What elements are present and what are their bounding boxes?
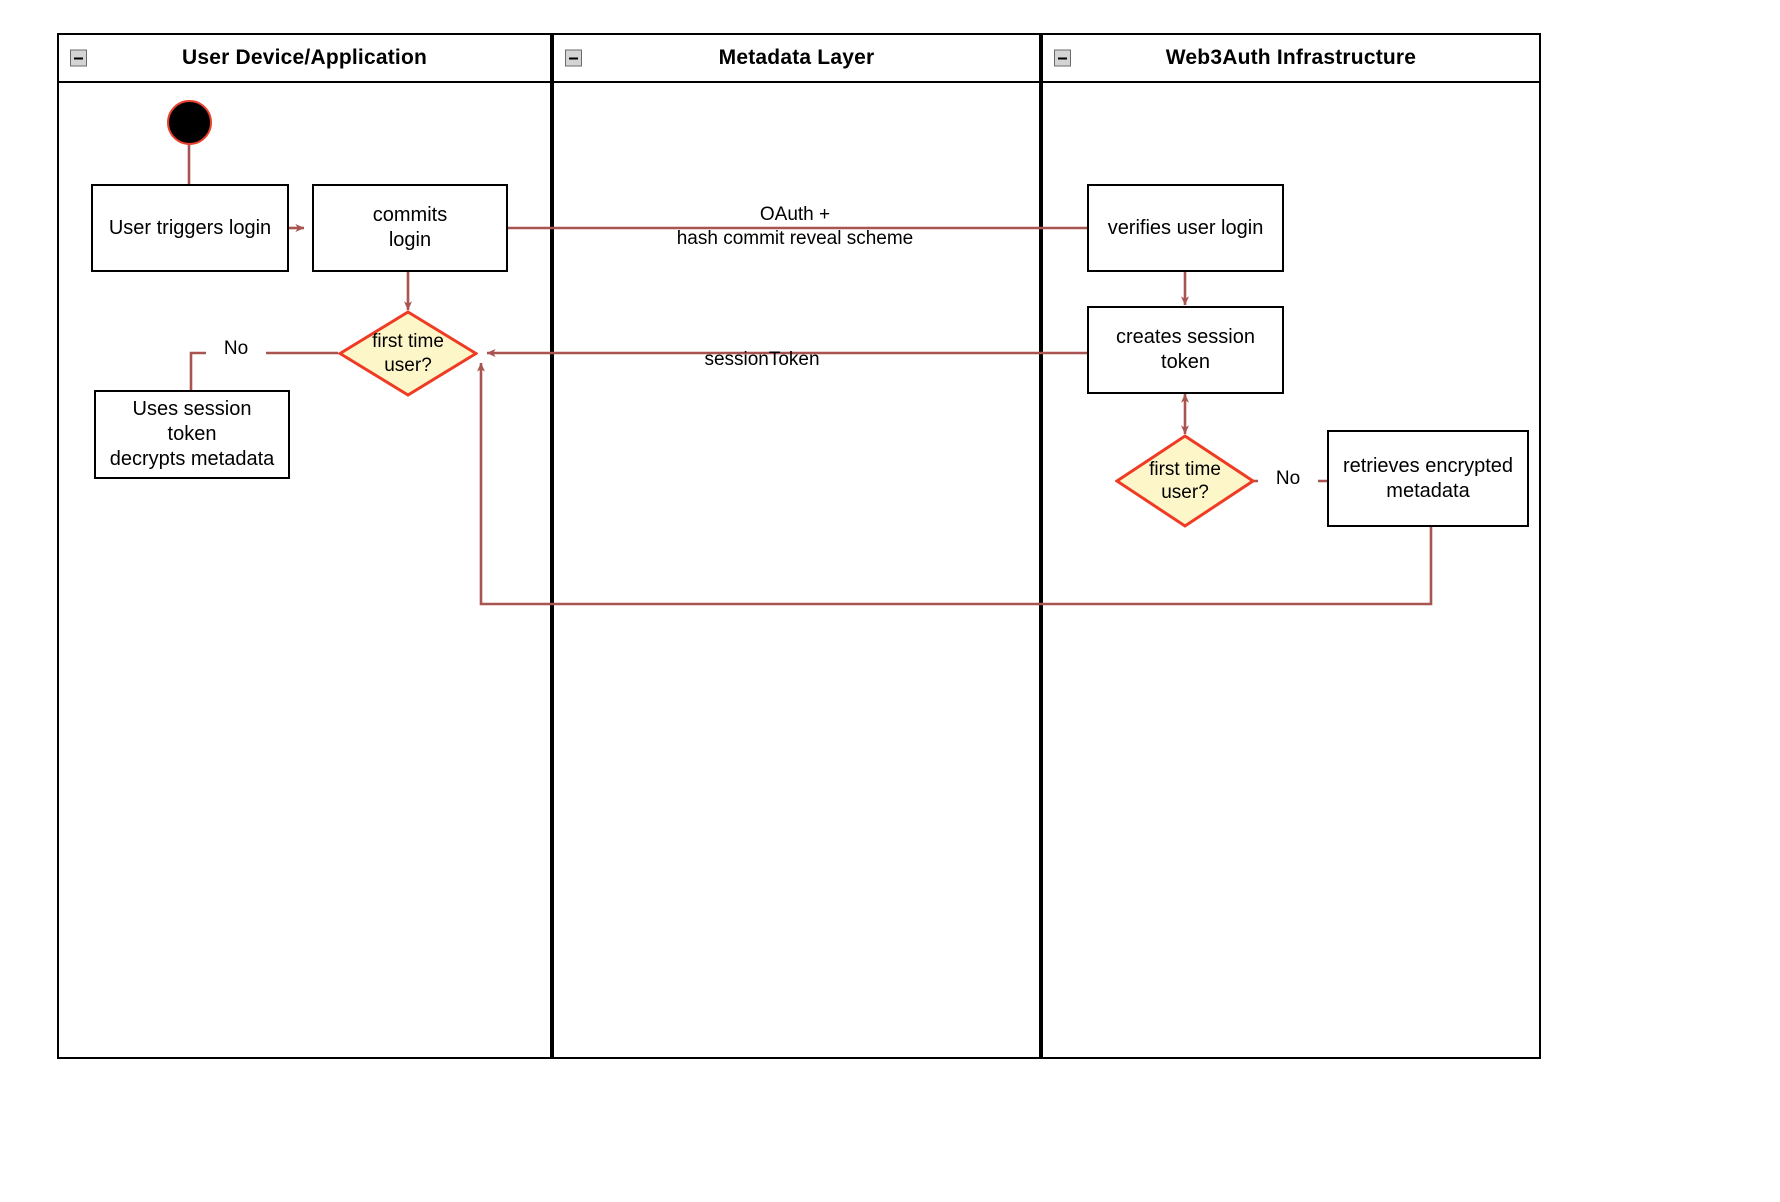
swimlane-header-metadata-layer: Metadata Layer	[554, 35, 1039, 83]
edge-label-oauth-hash-commit: OAuth + hash commit reveal scheme	[676, 204, 914, 249]
activity-uses-session-token[interactable]: Uses session token decrypts metadata	[94, 390, 290, 479]
edge-label-session-token: sessionToken	[704, 349, 820, 370]
decision-shape-right	[1115, 434, 1255, 528]
activity-commits-login[interactable]: commits login	[312, 184, 508, 272]
swimlane-title-web3auth-infrastructure: Web3Auth Infrastructure	[1165, 46, 1417, 69]
activity-verifies-user-login[interactable]: verifies user login	[1087, 184, 1284, 272]
collapse-minus-icon[interactable]	[565, 49, 582, 67]
swimlane-title-user-device: User Device/Application	[181, 46, 427, 69]
swimlane-header-user-device: User Device/Application	[59, 35, 550, 83]
decision-label-left: first time user?	[372, 331, 444, 376]
swimlane-metadata-layer: Metadata Layer	[552, 33, 1041, 1059]
edge-label-no-left: No	[206, 337, 266, 361]
initial-node	[167, 100, 212, 145]
decision-first-time-user-left[interactable]: first time user?	[338, 310, 478, 397]
activity-creates-session-token[interactable]: creates session token	[1087, 306, 1284, 394]
decision-shape-left	[338, 310, 478, 397]
swimlane-header-web3auth-infrastructure: Web3Auth Infrastructure	[1043, 35, 1539, 83]
activity-user-triggers-login[interactable]: User triggers login	[91, 184, 289, 272]
collapse-minus-icon[interactable]	[1054, 49, 1071, 67]
decision-label-right: first time user?	[1149, 458, 1221, 503]
collapse-minus-icon[interactable]	[70, 49, 87, 67]
swimlane-title-metadata-layer: Metadata Layer	[718, 46, 875, 69]
edge-label-no-right: No	[1258, 467, 1318, 491]
activity-retrieves-encrypted-metadata[interactable]: retrieves encrypted metadata	[1327, 430, 1529, 527]
decision-first-time-user-right[interactable]: first time user?	[1115, 434, 1255, 528]
